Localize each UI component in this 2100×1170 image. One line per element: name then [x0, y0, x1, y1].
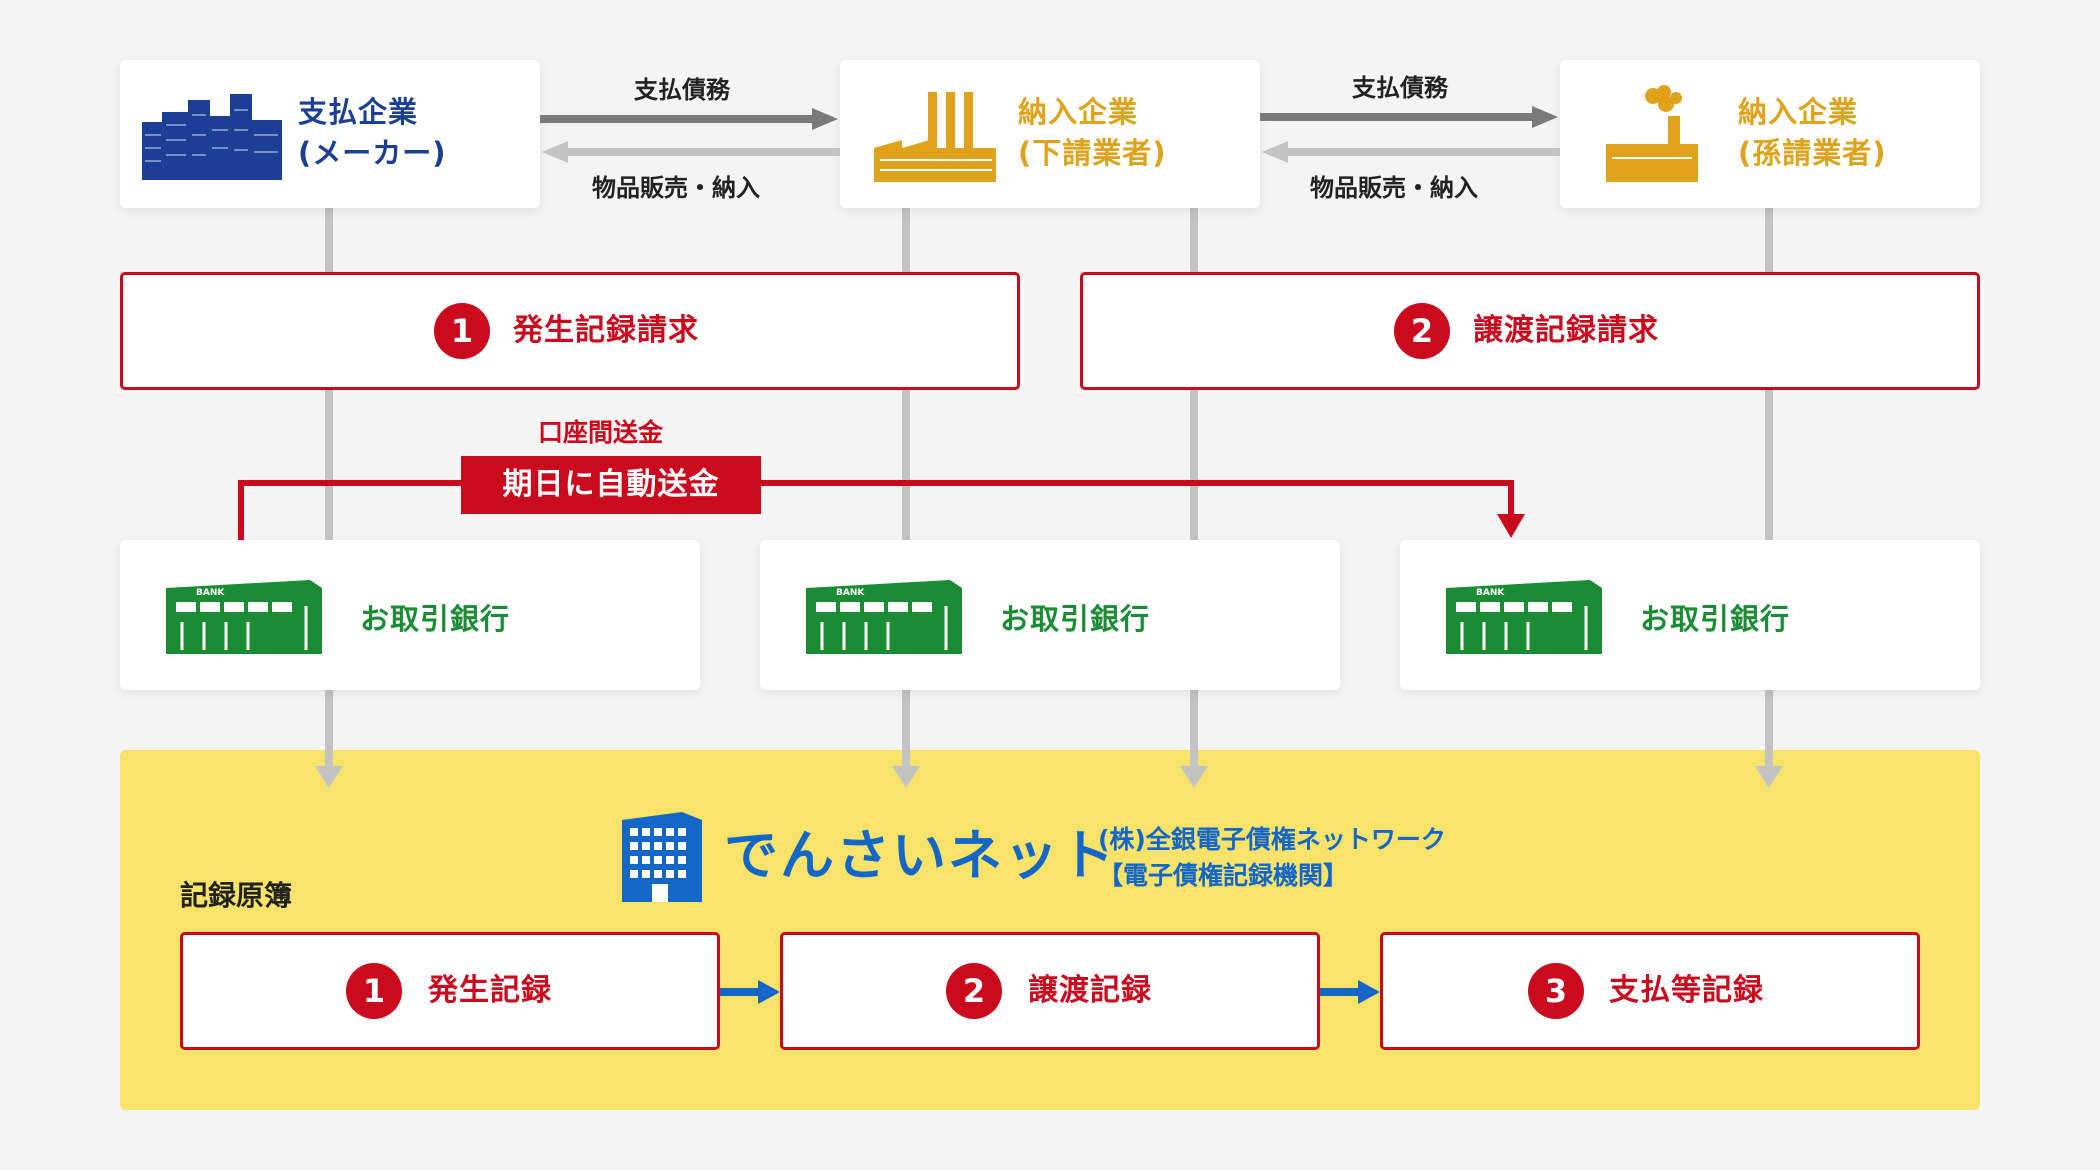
record-label: 支払等記録: [1609, 973, 1764, 1008]
connector-arrowhead: [1755, 766, 1783, 788]
bank-card: BANK お取引銀行: [1400, 540, 1980, 690]
connector-arrowhead: [892, 766, 920, 788]
arrow-right-icon: [720, 980, 780, 1004]
arrow-left-icon: [542, 141, 840, 163]
company-label-subcontractor: 納入企業 (下請業者): [1018, 95, 1167, 170]
step-number-badge: 2: [946, 963, 1002, 1019]
arrow-right-icon: [540, 108, 838, 130]
bank-card: BANK お取引銀行: [120, 540, 700, 690]
connector-line: [1190, 205, 1198, 768]
densai-brand-logo: でんさいネット: [724, 824, 1116, 887]
company-card-payer: 支払企業 (メーカー): [120, 60, 540, 208]
factory-smoke-icon: [1606, 85, 1698, 182]
request-label: 譲渡記録請求: [1473, 313, 1659, 348]
bank-card: BANK お取引銀行: [760, 540, 1340, 690]
connector-arrowhead: [1180, 766, 1208, 788]
request-label: 発生記録請求: [513, 313, 699, 348]
step-number-badge: 3: [1528, 963, 1584, 1019]
auto-transfer-label: 期日に自動送金: [461, 456, 761, 514]
bank-label: お取引銀行: [1000, 602, 1151, 636]
connector-line: [902, 205, 910, 768]
ledger-panel: [120, 750, 1980, 1110]
transfer-route-line: [238, 480, 1525, 540]
transfer-caption: 口座間送金: [538, 418, 664, 447]
ledger-title: 記録原簿: [180, 879, 293, 912]
densai-building-icon: [622, 812, 702, 902]
arrow-right-icon: [1320, 980, 1380, 1004]
office-buildings-icon: [142, 94, 282, 180]
bank-label: お取引銀行: [1640, 602, 1791, 636]
step-number-badge: 1: [346, 963, 402, 1019]
record-box-issuance: 1 発生記録: [180, 932, 720, 1050]
arrow-left-icon: [1262, 141, 1560, 163]
bank-building-icon: BANK: [166, 580, 322, 654]
request-box-issuance: 1 発生記録請求: [120, 272, 1020, 390]
flow-label-goods-sales: 物品販売・納入: [592, 174, 760, 202]
connector-line: [1765, 205, 1773, 768]
request-box-transfer: 2 譲渡記録請求: [1080, 272, 1980, 390]
arrow-right-icon: [1260, 106, 1558, 128]
record-box-payment: 3 支払等記録: [1380, 932, 1920, 1050]
record-label: 譲渡記録: [1028, 973, 1152, 1008]
factory-smokestacks-icon: [874, 92, 996, 182]
bank-building-icon: BANK: [1446, 580, 1602, 654]
connector-arrowhead: [315, 766, 343, 788]
bank-building-icon: BANK: [806, 580, 962, 654]
company-label-payer: 支払企業 (メーカー): [298, 95, 447, 170]
company-card-subcontractor: 納入企業 (下請業者): [840, 60, 1260, 208]
bank-sign: BANK: [1476, 588, 1505, 598]
bank-sign: BANK: [836, 588, 865, 598]
flow-label-payment-obligation: 支払債務: [1352, 74, 1448, 102]
step-number-badge: 2: [1394, 303, 1450, 359]
densai-org-name: (株)全銀電子債権ネットワーク 【電子債権記録機関】: [1098, 825, 1446, 890]
record-label: 発生記録: [428, 973, 552, 1008]
record-box-transfer: 2 譲渡記録: [780, 932, 1320, 1050]
bank-sign: BANK: [196, 588, 225, 598]
step-number-badge: 1: [434, 303, 490, 359]
company-card-sub-subcontractor: 納入企業 (孫請業者): [1560, 60, 1980, 208]
flow-label-goods-sales: 物品販売・納入: [1310, 174, 1478, 202]
connector-line: [325, 205, 333, 768]
company-label-sub-subcontractor: 納入企業 (孫請業者): [1738, 95, 1887, 170]
bank-label: お取引銀行: [360, 602, 511, 636]
flow-label-payment-obligation: 支払債務: [634, 76, 730, 104]
